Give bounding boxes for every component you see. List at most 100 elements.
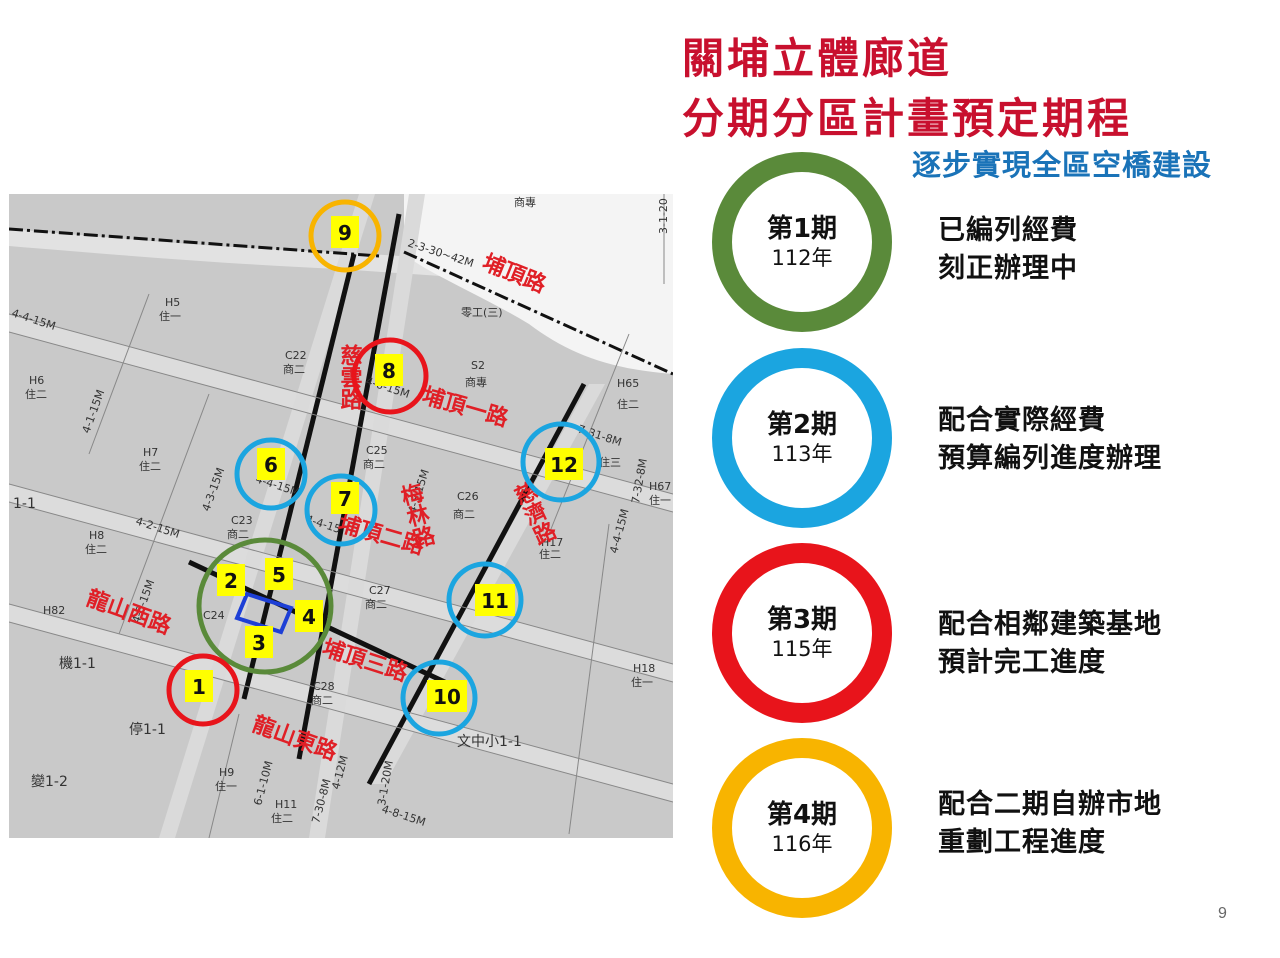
zone-label: 變1-2 <box>31 774 68 790</box>
phase-4-name: 第4期 <box>766 799 838 830</box>
phase-1-ring: 第1期 112年 <box>712 152 892 332</box>
zone-label: H82 <box>43 604 65 617</box>
marker-2: 2 <box>217 564 245 596</box>
zone-label: 商二 <box>365 597 387 611</box>
zone-label: 住二 <box>271 811 293 825</box>
phase-4-desc-line1: 配合二期自辦市地 <box>938 789 1162 820</box>
zone-label: H18 <box>633 662 655 675</box>
zone-label: 住三 <box>599 455 621 469</box>
zone-label: 停1-1 <box>129 721 166 738</box>
zone-label: 零工(三) <box>461 306 503 319</box>
phase-1-description: 已編列經費 刻正辦理中 <box>938 212 1078 288</box>
zone-label: H8 <box>89 529 104 542</box>
zone-label: 住二 <box>25 387 47 401</box>
marker-ring-1 <box>166 653 240 727</box>
svg-text:12: 12 <box>550 453 578 477</box>
zone-label: H9 <box>219 766 234 779</box>
zone-label: C27 <box>369 584 391 597</box>
phase-3-ring: 第3期 115年 <box>712 543 892 723</box>
phase-2-desc-line2: 預算編列進度辦理 <box>938 443 1162 474</box>
zone-label: H67 <box>649 480 671 493</box>
marker-ring-9 <box>308 199 382 273</box>
zone-label: C24 <box>203 609 225 622</box>
marker-ring-6 <box>234 437 308 511</box>
zone-label: 1-1 <box>13 496 36 512</box>
marker-10: 10 <box>427 680 467 712</box>
marker-4: 4 <box>295 600 323 632</box>
zone-label: 文中小1-1 <box>457 734 522 750</box>
phase-2-ring: 第2期 113年 <box>712 348 892 528</box>
road-band-diag-1 <box>9 314 673 512</box>
zone-label: H7 <box>143 446 158 459</box>
title-line-1: 關埔立體廊道 <box>682 34 953 83</box>
marker-1: 1 <box>185 670 213 702</box>
phase-3-name: 第3期 <box>766 604 838 635</box>
svg-text:7: 7 <box>338 487 352 511</box>
zone-label: 住一 <box>215 779 237 793</box>
road-width-label: 3-1-20 <box>657 198 670 234</box>
zone-label: 住二 <box>85 542 107 556</box>
phase-4-description: 配合二期自辦市地 重劃工程進度 <box>938 786 1162 862</box>
marker-ring-11 <box>446 561 524 639</box>
road-name-label: 慈雲路 <box>337 343 363 410</box>
marker-9: 9 <box>331 216 359 248</box>
marker-5: 5 <box>265 558 293 590</box>
phase-1-year: 112年 <box>771 246 833 271</box>
title-line-2: 分期分區計畫預定期程 <box>682 94 1133 143</box>
map-canvas: 商專 零工(三) S2 商專 H5 住一 C22 商二 H6 住二 H7 住二 … <box>9 194 673 838</box>
svg-text:3: 3 <box>252 631 266 655</box>
svg-text:1: 1 <box>192 675 206 699</box>
zone-label: C22 <box>285 349 307 362</box>
phase-3-year: 115年 <box>771 637 833 662</box>
phase-1-name: 第1期 <box>766 213 838 244</box>
zone-label: 機1-1 <box>59 656 96 672</box>
marker-ring-phase1 <box>196 537 334 675</box>
phase-3-desc-line2: 預計完工進度 <box>938 647 1106 678</box>
marker-12: 12 <box>545 448 583 480</box>
zone-label: H11 <box>275 798 297 811</box>
phase-1-desc-line1: 已編列經費 <box>938 215 1078 246</box>
svg-text:8: 8 <box>382 359 396 383</box>
page-number: 9 <box>1218 905 1227 922</box>
zone-label: 商二 <box>453 507 475 521</box>
zone-label: S2 <box>471 359 485 372</box>
marker-ring-8 <box>351 337 429 415</box>
svg-text:11: 11 <box>481 589 509 613</box>
marker-ring-12 <box>520 421 602 503</box>
zone-label: 住二 <box>539 547 561 561</box>
zone-label: 住二 <box>139 459 161 473</box>
marker-7: 7 <box>331 482 359 514</box>
zoning-map: 商專 零工(三) S2 商專 H5 住一 C22 商二 H6 住二 H7 住二 … <box>9 194 673 838</box>
zone-label: 住一 <box>159 309 181 323</box>
zone-label: 商二 <box>363 457 385 471</box>
svg-text:2: 2 <box>224 569 238 593</box>
svg-text:5: 5 <box>272 563 286 587</box>
phase-4-ring: 第4期 116年 <box>712 738 892 918</box>
marker-ring-7 <box>304 473 378 547</box>
marker-6: 6 <box>257 448 285 480</box>
zone-label: H17 <box>541 536 563 549</box>
zone-label: C26 <box>457 490 479 503</box>
zone-label: H5 <box>165 296 180 309</box>
marker-11: 11 <box>475 584 515 616</box>
marker-8: 8 <box>375 354 403 386</box>
phase-2-desc-line1: 配合實際經費 <box>938 405 1106 436</box>
zone-label: 商專 <box>514 195 536 209</box>
zone-label: 住二 <box>617 397 639 411</box>
svg-text:10: 10 <box>433 685 461 709</box>
phase-3-desc-line1: 配合相鄰建築基地 <box>938 609 1162 640</box>
zone-label: 商專 <box>465 375 487 389</box>
svg-text:6: 6 <box>264 453 278 477</box>
phase-1-desc-line2: 刻正辦理中 <box>938 253 1078 284</box>
skybridge-outline <box>234 591 294 635</box>
zone-label: C25 <box>366 444 388 457</box>
phase-2-year: 113年 <box>771 442 833 467</box>
road-band-diag-2 <box>9 484 673 682</box>
zone-label: 住一 <box>631 675 653 689</box>
marker-3: 3 <box>245 626 273 658</box>
zone-label: 商二 <box>227 527 249 541</box>
svg-text:9: 9 <box>338 221 352 245</box>
zone-label: C28 <box>313 680 335 693</box>
subtitle: 逐步實現全區空橋建設 <box>912 148 1213 182</box>
phase-4-year: 116年 <box>771 832 833 857</box>
